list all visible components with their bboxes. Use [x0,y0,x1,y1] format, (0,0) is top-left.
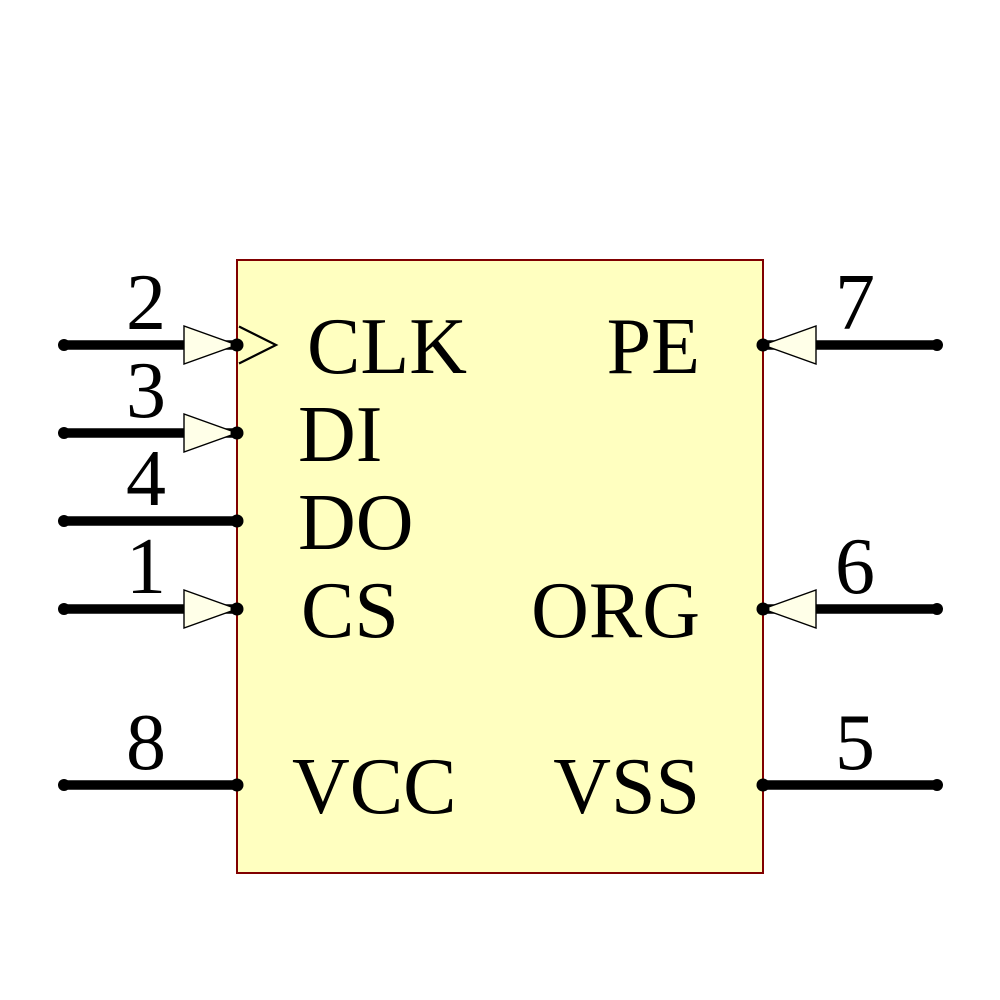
pin-endpoint-dot [58,339,70,351]
pin-number: 3 [126,347,166,435]
pin-endpoint-dot [756,338,770,352]
pin-number: 7 [835,259,875,347]
pin-endpoint-dot [230,778,244,792]
pin-endpoint-dot [756,778,770,792]
pin-endpoint-dot [931,603,943,615]
pin-endpoint-dot [230,602,244,616]
pin-endpoint-dot [230,426,244,440]
pin-endpoint-dot [58,515,70,527]
pin-endpoint-dot [931,339,943,351]
clock-edge-icon [238,325,279,365]
pin-2-clk: 2 CLK [58,259,467,391]
pin-number: 4 [126,435,166,523]
pin-1-cs: 1 CS [58,523,399,655]
pin-8-vcc: 8 VCC [58,699,457,831]
pin-label: DI [298,391,382,479]
pin-label: ORG [531,567,700,655]
pin-number: 5 [835,699,875,787]
pin-4-do: 4 DO [58,435,414,567]
pin-endpoint-dot [931,779,943,791]
pin-label: CLK [307,303,467,391]
pin-7-pe: 7 PE [607,259,943,391]
pin-number: 6 [835,523,875,611]
input-arrow-icon [760,325,817,365]
pin-endpoint-dot [58,603,70,615]
pin-label: VSS [553,743,700,831]
pin-5-vss: 5 VSS [553,699,943,831]
input-arrow-icon [183,589,240,629]
pin-number: 1 [126,523,166,611]
ic-body [236,259,764,874]
pin-endpoint-dot [58,779,70,791]
pin-3-di: 3 DI [58,347,382,479]
pin-number: 2 [126,259,166,347]
input-arrow-icon [183,325,240,365]
pin-endpoint-dot [230,338,244,352]
pin-endpoint-dot [230,514,244,528]
pin-label: DO [298,479,414,567]
pin-label: VCC [292,743,457,831]
pin-endpoint-dot [58,427,70,439]
pin-6-org: 6 ORG [531,523,943,655]
input-arrow-icon [183,413,240,453]
pin-endpoint-dot [756,602,770,616]
pin-label: CS [301,567,399,655]
pin-label: PE [607,303,700,391]
pin-number: 8 [126,699,166,787]
input-arrow-icon [760,589,817,629]
